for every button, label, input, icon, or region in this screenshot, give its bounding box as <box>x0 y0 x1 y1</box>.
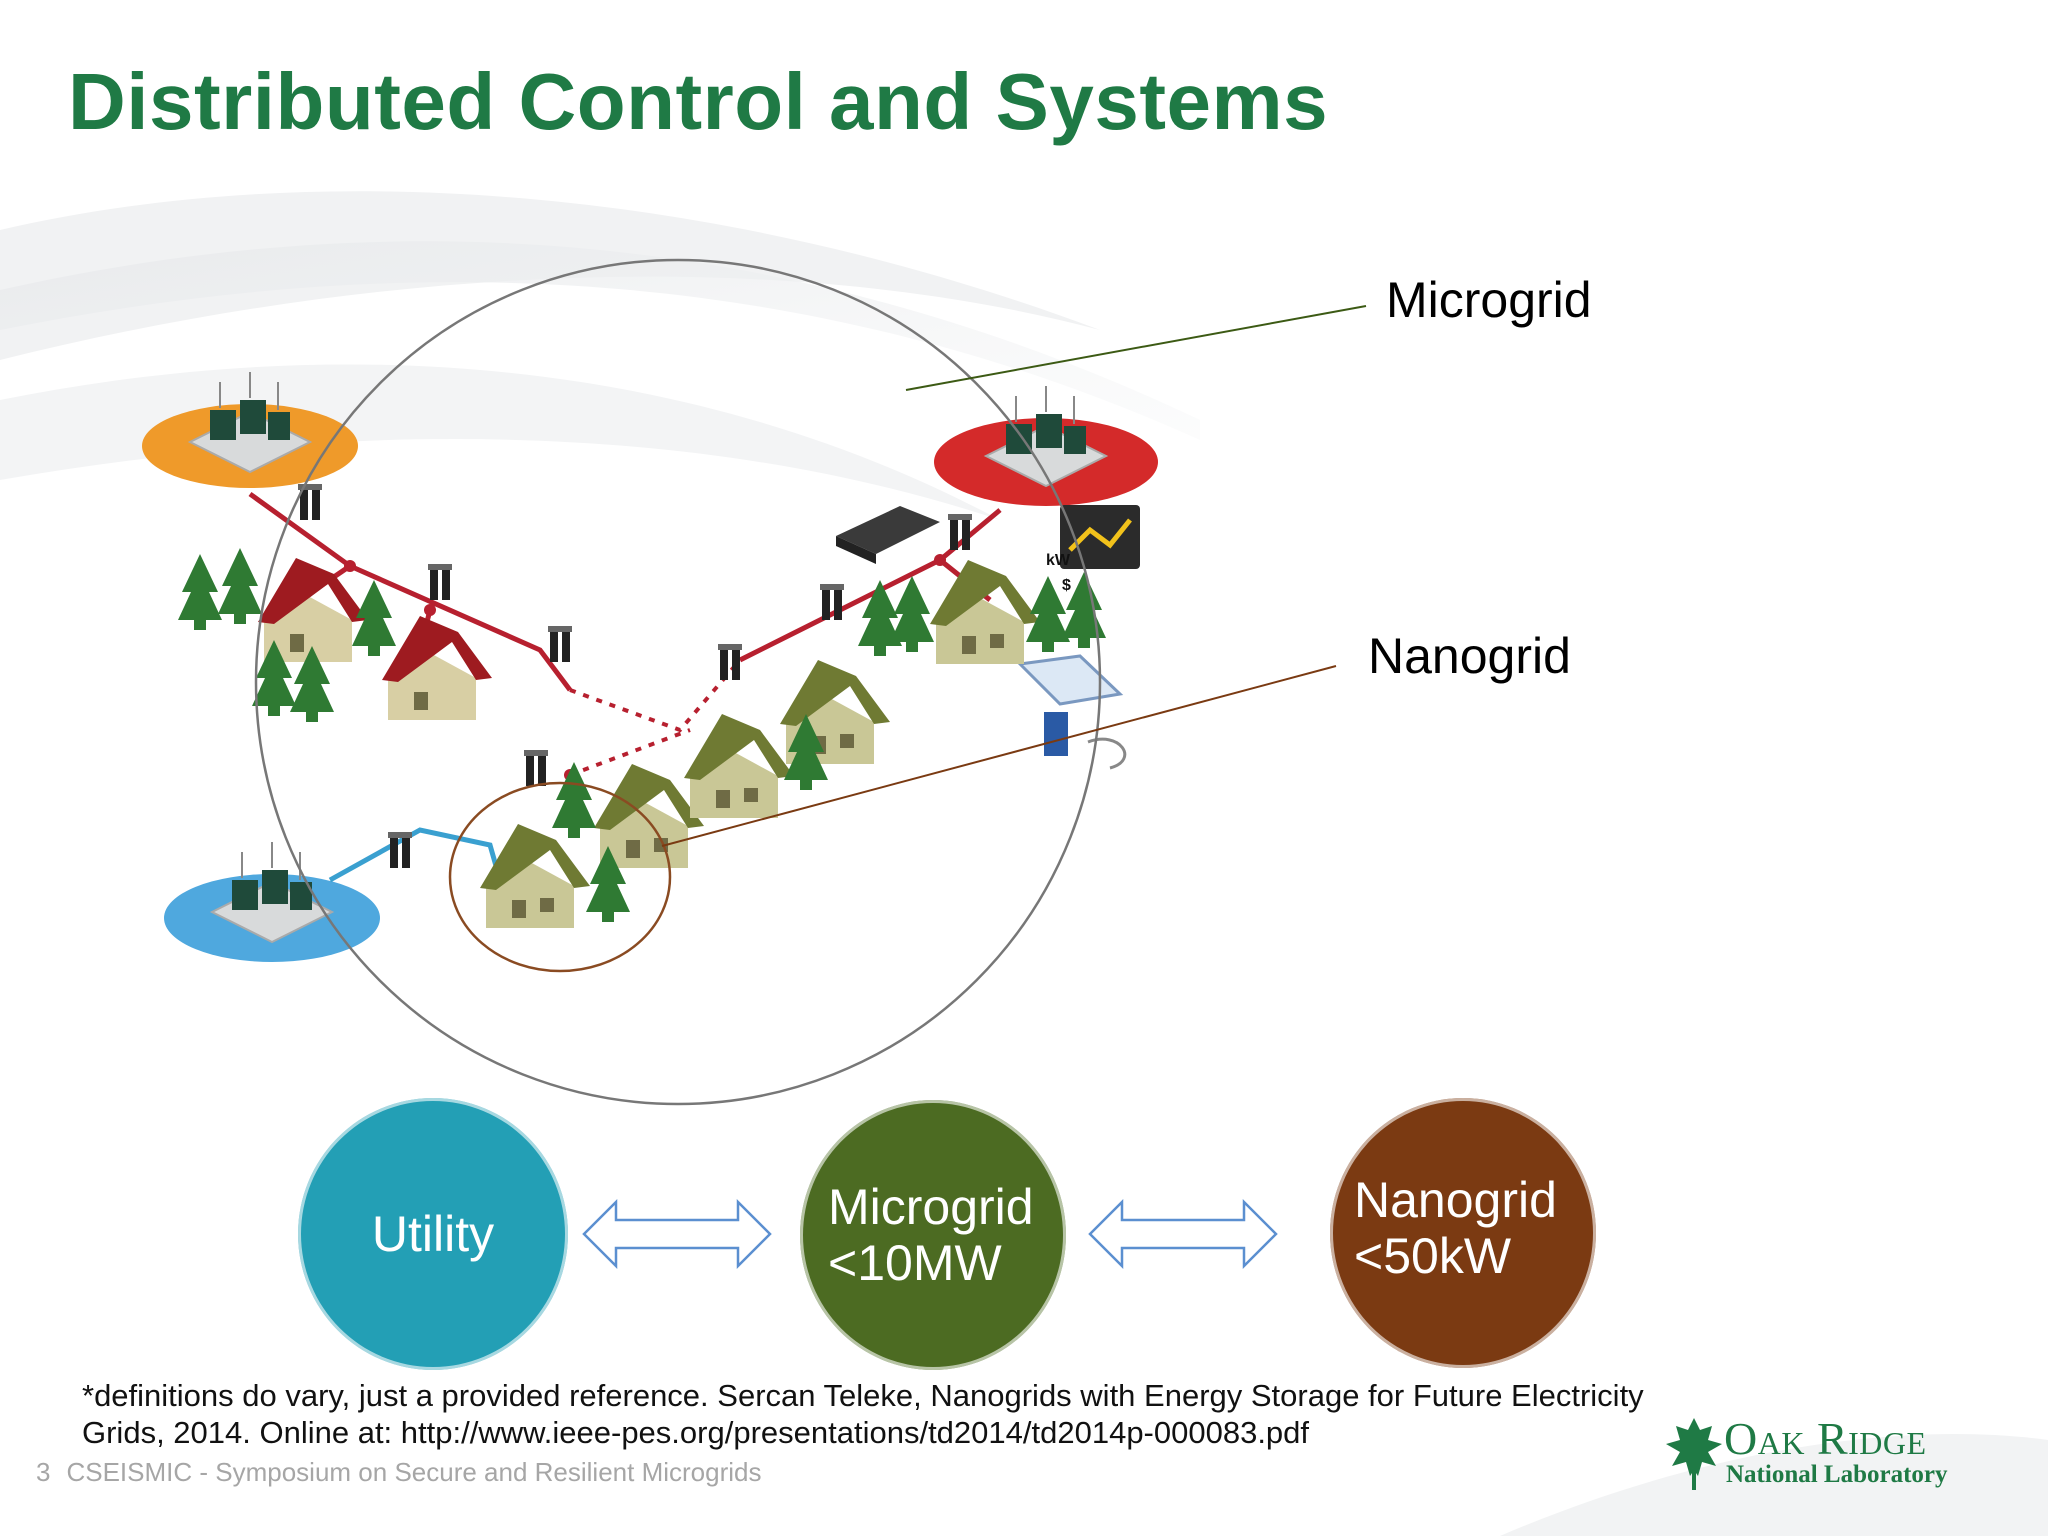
logo-line-2: National Laboratory <box>1726 1461 1948 1488</box>
meter-dollar-label: $ <box>1062 577 1071 594</box>
microgrid-boundary <box>254 258 1102 1106</box>
oak-ridge-logo: Oak Ridge National Laboratory <box>1664 1414 1974 1494</box>
nanogrid-line <box>328 827 503 883</box>
slide-title: Distributed Control and Systems <box>68 57 1329 146</box>
utility-label: Utility <box>371 1206 495 1262</box>
microgrid-circle: Microgrid <10MW <box>800 1100 1066 1370</box>
utility-circle: Utility <box>298 1098 568 1370</box>
nanogrid-callout: Nanogrid <box>1368 628 1571 684</box>
nanogrid-label: Nanogrid <box>1354 1172 1557 1228</box>
footnote-line-2: Grids, 2014. Online at: http://www.ieee-… <box>82 1415 1310 1450</box>
footnote-line-1: *definitions do vary, just a provided re… <box>82 1378 1644 1413</box>
page-number: 3 <box>36 1457 51 1487</box>
nanogrid-circle: Nanogrid <50kW <box>1330 1098 1596 1368</box>
microgrid-limit: <10MW <box>828 1235 1002 1291</box>
microgrid-callout: Microgrid <box>1386 272 1592 328</box>
grid-line-left <box>248 491 572 692</box>
arrow-utility-microgrid <box>582 1198 772 1270</box>
oak-leaf-icon <box>1666 1418 1722 1490</box>
microgrid-label: Microgrid <box>828 1179 1034 1235</box>
nanogrid-limit: <50kW <box>1354 1228 1512 1284</box>
slide-footer: 3 CSEISMIC - Symposium on Secure and Resi… <box>36 1456 762 1488</box>
dashed-tie-line <box>569 658 742 733</box>
solar-panel <box>1016 654 1124 706</box>
footer-text: CSEISMIC - Symposium on Secure and Resil… <box>66 1457 762 1487</box>
footnote: *definitions do vary, just a provided re… <box>82 1377 1842 1451</box>
nanogrid-boundary <box>448 781 672 973</box>
meter-kw-label: kW <box>1046 552 1071 569</box>
nanogrid-callout-line <box>661 665 1337 847</box>
arrow-microgrid-nanogrid <box>1088 1198 1278 1270</box>
microgrid-callout-line <box>905 305 1367 391</box>
battery-bank <box>836 506 940 554</box>
ev-charger <box>1044 712 1068 756</box>
logo-line-1: Oak Ridge <box>1724 1413 1927 1464</box>
